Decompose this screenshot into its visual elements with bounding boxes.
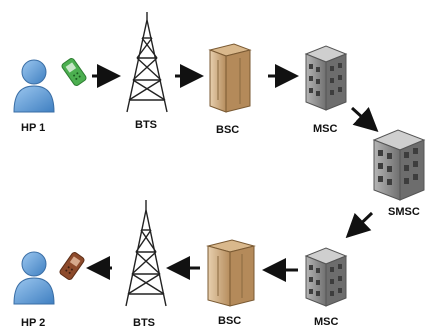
bts1-label: BTS — [135, 119, 157, 131]
hp1-label: HP 1 — [21, 122, 45, 134]
arrow-icon — [350, 106, 379, 133]
msc1-label: MSC — [313, 123, 338, 135]
bsc2-label: BSC — [218, 315, 241, 327]
hp2-person-icon — [13, 251, 55, 305]
msc1-building-icon — [304, 45, 348, 111]
bsc1-label: BSC — [216, 124, 239, 136]
msc2-building-icon — [304, 247, 348, 307]
msc2-label: MSC — [314, 316, 339, 328]
mobile-phone-icon — [61, 58, 87, 86]
smsc-label: SMSC — [388, 206, 420, 218]
bsc2-cabinet-icon — [206, 239, 256, 307]
smsc-building-icon — [372, 129, 426, 201]
cell-tower-icon — [126, 12, 168, 113]
cell-tower-icon — [125, 200, 167, 307]
mobile-phone-icon — [59, 252, 85, 280]
hp2-label: HP 2 — [21, 317, 45, 329]
bts2-label: BTS — [133, 317, 155, 329]
arrow-icon — [345, 211, 374, 239]
bsc1-cabinet-icon — [208, 43, 252, 113]
hp1-person-icon — [13, 59, 55, 113]
